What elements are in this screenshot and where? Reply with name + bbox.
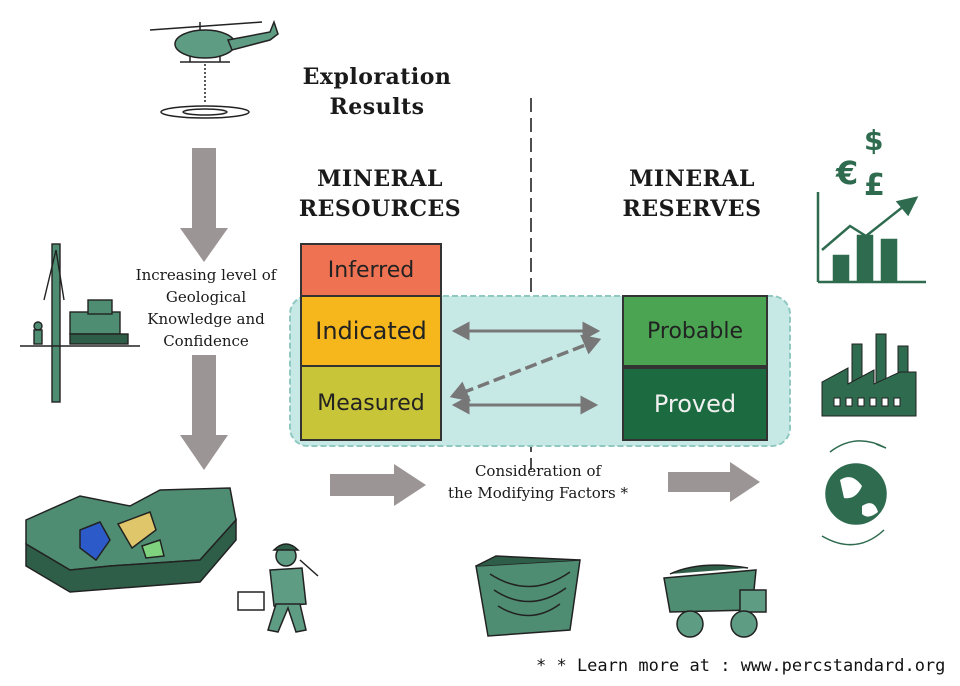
knowledge-line: Increasing level of xyxy=(135,266,277,284)
reserves-line2: RESERVES xyxy=(622,196,762,222)
euro-symbol: € xyxy=(836,154,859,192)
probable-box: Probable xyxy=(622,295,768,367)
measured-box: Measured xyxy=(300,365,442,441)
globe-hands-icon xyxy=(821,440,887,546)
right-arrow-right xyxy=(668,462,760,502)
factory-icon xyxy=(821,333,917,417)
terrain-map-icon xyxy=(25,487,237,593)
mineral-reserves-title: MINERAL RESERVES xyxy=(604,164,780,224)
dollar-symbol: $ xyxy=(864,124,884,157)
modifying-line2: the Modifying Factors * xyxy=(448,484,628,502)
resources-line1: MINERAL xyxy=(317,166,443,192)
modifying-factors-text: Consideration of the Modifying Factors * xyxy=(428,460,648,504)
right-arrow-left xyxy=(330,464,426,506)
geologist-icon xyxy=(237,543,319,633)
knowledge-text: Increasing level of Geological Knowledge… xyxy=(118,264,294,352)
inferred-box: Inferred xyxy=(300,243,442,297)
open-pit-icon xyxy=(475,555,581,637)
helicopter-icon xyxy=(149,19,279,119)
down-arrow-bottom xyxy=(180,355,228,470)
mineral-resources-title: MINERAL RESOURCES xyxy=(292,164,468,224)
pound-symbol: £ xyxy=(864,168,885,203)
finance-chart-icon xyxy=(816,192,926,284)
knowledge-line: Geological xyxy=(165,288,247,306)
down-arrow-top xyxy=(180,148,228,262)
reserves-line1: MINERAL xyxy=(629,166,755,192)
drill-rig-icon xyxy=(20,243,140,403)
arrow-measured-probable xyxy=(461,342,589,395)
resources-line2: RESOURCES xyxy=(298,196,462,222)
knowledge-line: Knowledge and xyxy=(147,310,265,328)
exploration-line2: Results xyxy=(329,94,425,120)
exploration-results-title: Exploration Results xyxy=(282,62,472,122)
exploration-line1: Exploration xyxy=(302,64,452,90)
knowledge-line: Confidence xyxy=(163,332,249,350)
haul-truck-icon xyxy=(663,564,767,638)
proved-box: Proved xyxy=(622,367,768,441)
modifying-line1: Consideration of xyxy=(474,462,602,480)
indicated-box: Indicated xyxy=(300,295,442,367)
footer-link-text[interactable]: * * Learn more at : www.percstandard.org xyxy=(536,656,946,676)
